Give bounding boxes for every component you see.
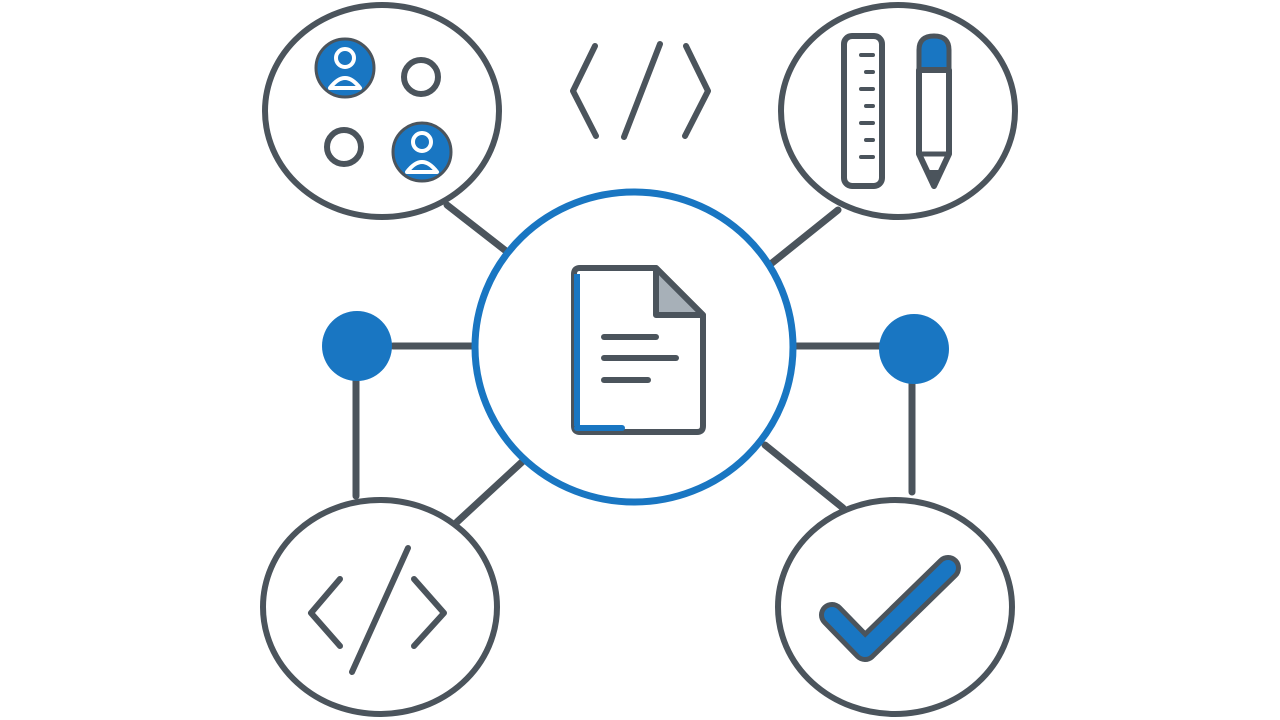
empty-member-slot-icon [401, 57, 441, 97]
team-people-icon [314, 37, 453, 183]
ruler-pencil-icon [841, 33, 952, 189]
connector-center-bottom-right [761, 441, 847, 512]
code-icon [308, 545, 447, 675]
connector-center-bottom-left [453, 458, 526, 526]
person-avatar-icon [391, 121, 453, 183]
connector-center-top-left [443, 201, 510, 255]
ruler-icon [841, 33, 885, 189]
checkmark-icon [819, 555, 961, 662]
connector-center-top-right [768, 206, 842, 267]
outer-node-top-left [262, 2, 502, 220]
empty-member-slot-icon [324, 127, 364, 167]
junction-node-right [879, 314, 949, 384]
document-icon [571, 265, 706, 435]
junction-node-left [322, 311, 392, 381]
connector-lines [352, 201, 916, 526]
code-brackets-icon [570, 41, 711, 140]
pencil-icon [916, 33, 952, 189]
outer-node-top-right [778, 2, 1018, 220]
person-avatar-icon [314, 37, 376, 99]
